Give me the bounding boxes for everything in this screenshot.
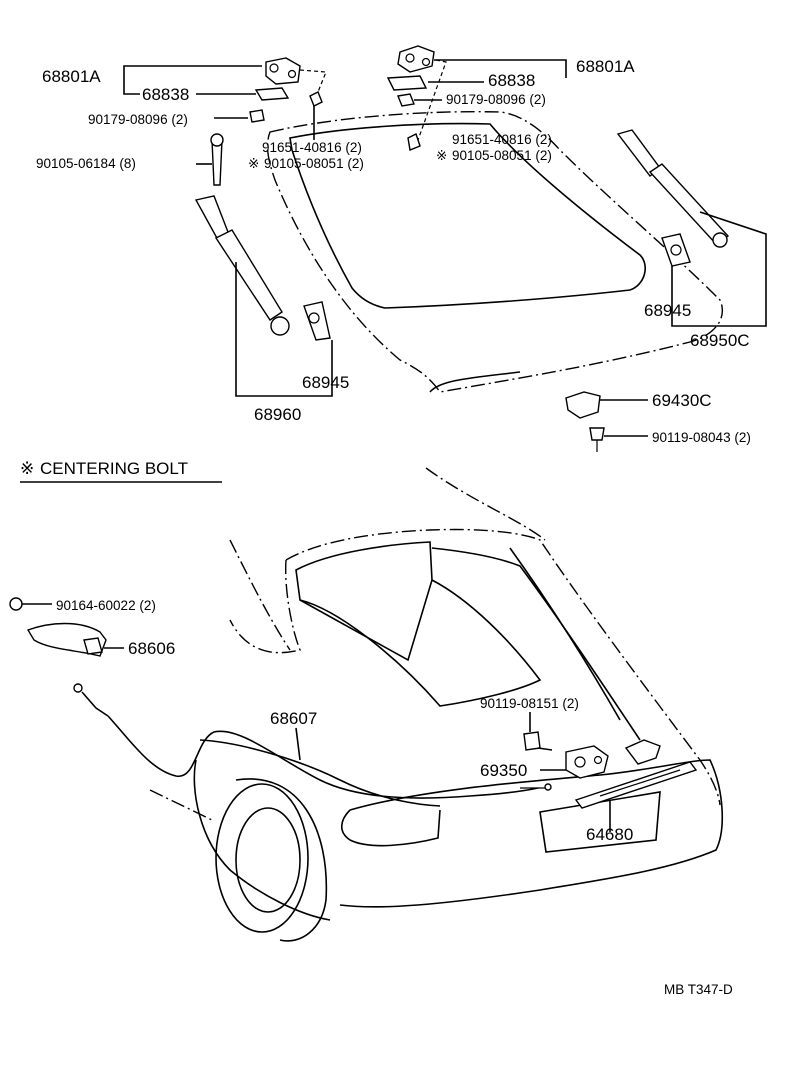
left-strut [194, 133, 333, 397]
mark-left: ※ [248, 156, 259, 171]
drawing-code: MB T347-D [664, 982, 733, 997]
legend-mark: ※ [20, 459, 34, 478]
release-cable [73, 683, 552, 799]
back-door-panel [266, 111, 724, 393]
label-68606: 68606 [128, 639, 175, 658]
label-90179-left: 90179-08096 (2) [88, 112, 188, 127]
right-hinge [386, 45, 447, 151]
label-68838-left: 68838 [142, 85, 189, 104]
label-90105-08051-right: 90105-08051 (2) [452, 148, 552, 163]
legend-text: CENTERING BOLT [40, 459, 188, 478]
back-door-garnish [574, 761, 698, 832]
label-90105-06184: 90105-06184 (8) [36, 156, 136, 171]
car-body [149, 467, 724, 942]
label-68945-right: 68945 [644, 301, 691, 320]
label-90179-right: 90179-08096 (2) [446, 92, 546, 107]
label-90105-08051-left: 90105-08051 (2) [264, 156, 364, 171]
label-90119-08043: 90119-08043 (2) [652, 430, 751, 445]
label-68801A-left: 68801A [42, 67, 101, 86]
cable-clip [9, 597, 124, 657]
label-68838-right: 68838 [488, 71, 535, 90]
label-90119-08151: 90119-08151 (2) [480, 696, 579, 711]
label-68801A-right: 68801A [576, 57, 635, 76]
leader-lines-upper [123, 59, 648, 437]
label-69430C: 69430C [652, 391, 712, 410]
label-69350: 69350 [480, 761, 527, 780]
label-91651-left: 91651-40816 (2) [262, 140, 362, 155]
label-68960: 68960 [254, 405, 301, 424]
mark-right: ※ [436, 148, 447, 163]
label-68945-left: 68945 [302, 373, 349, 392]
label-90164: 90164-60022 (2) [56, 598, 156, 613]
label-68950C: 68950C [690, 331, 750, 350]
lock-striker [565, 391, 605, 452]
left-hinge [249, 57, 327, 123]
lock-assembly [523, 731, 661, 779]
right-strut [616, 129, 767, 327]
label-68607: 68607 [270, 709, 317, 728]
label-64680: 64680 [586, 825, 633, 844]
label-91651-right: 91651-40816 (2) [452, 132, 552, 147]
